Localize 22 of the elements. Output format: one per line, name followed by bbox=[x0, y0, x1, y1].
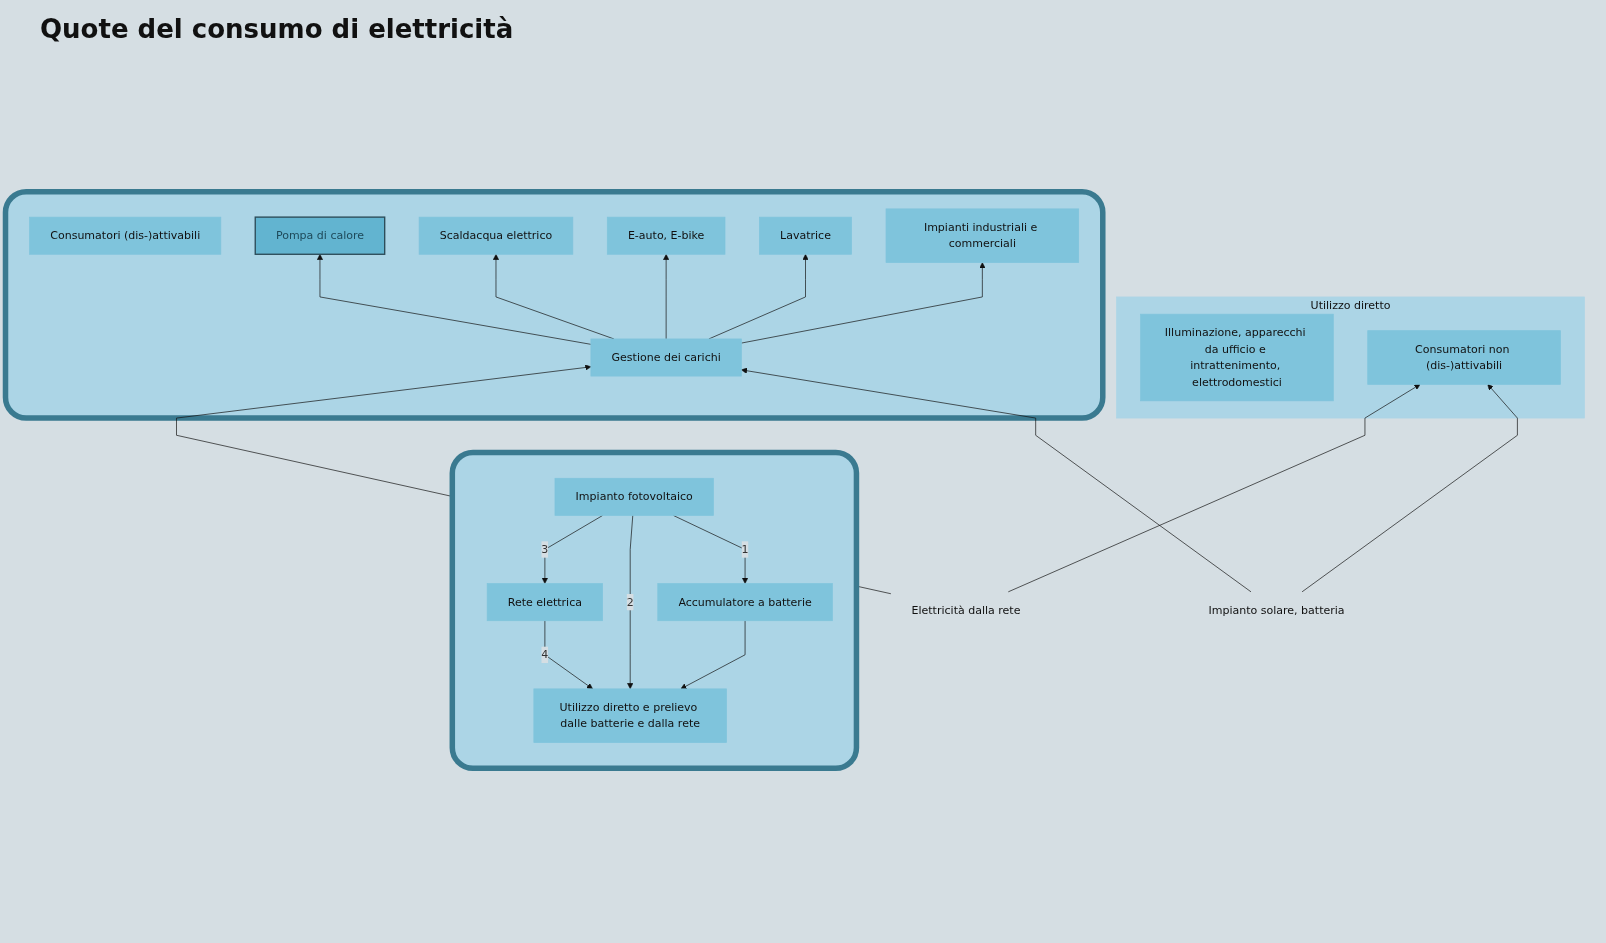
node-box: Consumatori (dis-)attivabili bbox=[29, 216, 222, 255]
node-box: Impianti industriali e commerciali bbox=[885, 208, 1080, 263]
node-box: Gestione dei carichi bbox=[590, 338, 742, 377]
edge-label: 1 bbox=[741, 542, 749, 556]
node-text: Elettricità dalla rete bbox=[911, 603, 1021, 617]
cluster bbox=[449, 449, 860, 772]
node-box: Scaldacqua elettrico bbox=[418, 216, 574, 255]
diagram-title: Quote del consumo di elettricità bbox=[40, 14, 515, 44]
node-box: Rete elettrica bbox=[486, 583, 603, 622]
node-box: Illuminazione, apparecchi da ufficio e intrattenimento, elettrodomestici bbox=[1140, 313, 1334, 402]
node-box: Utilizzo diretto e prelievo dalle batterie e dalla rete bbox=[533, 688, 727, 743]
node-box: Lavatrice bbox=[759, 216, 852, 255]
edge-label: 3 bbox=[541, 542, 549, 556]
node-text: Impianto solare, batteria bbox=[1208, 603, 1345, 617]
node-box: Consumatori non (dis-)attivabili bbox=[1367, 330, 1561, 385]
node-box: E-auto, E-bike bbox=[606, 216, 726, 255]
node-box: Pompa di calore bbox=[254, 216, 386, 255]
node-box: Impianto fotovoltaico bbox=[554, 477, 714, 516]
edge-label: 2 bbox=[626, 595, 634, 609]
cluster bbox=[2, 188, 1106, 421]
node-box: Accumulatore a batterie bbox=[657, 583, 833, 622]
edge-label: 4 bbox=[541, 647, 549, 661]
